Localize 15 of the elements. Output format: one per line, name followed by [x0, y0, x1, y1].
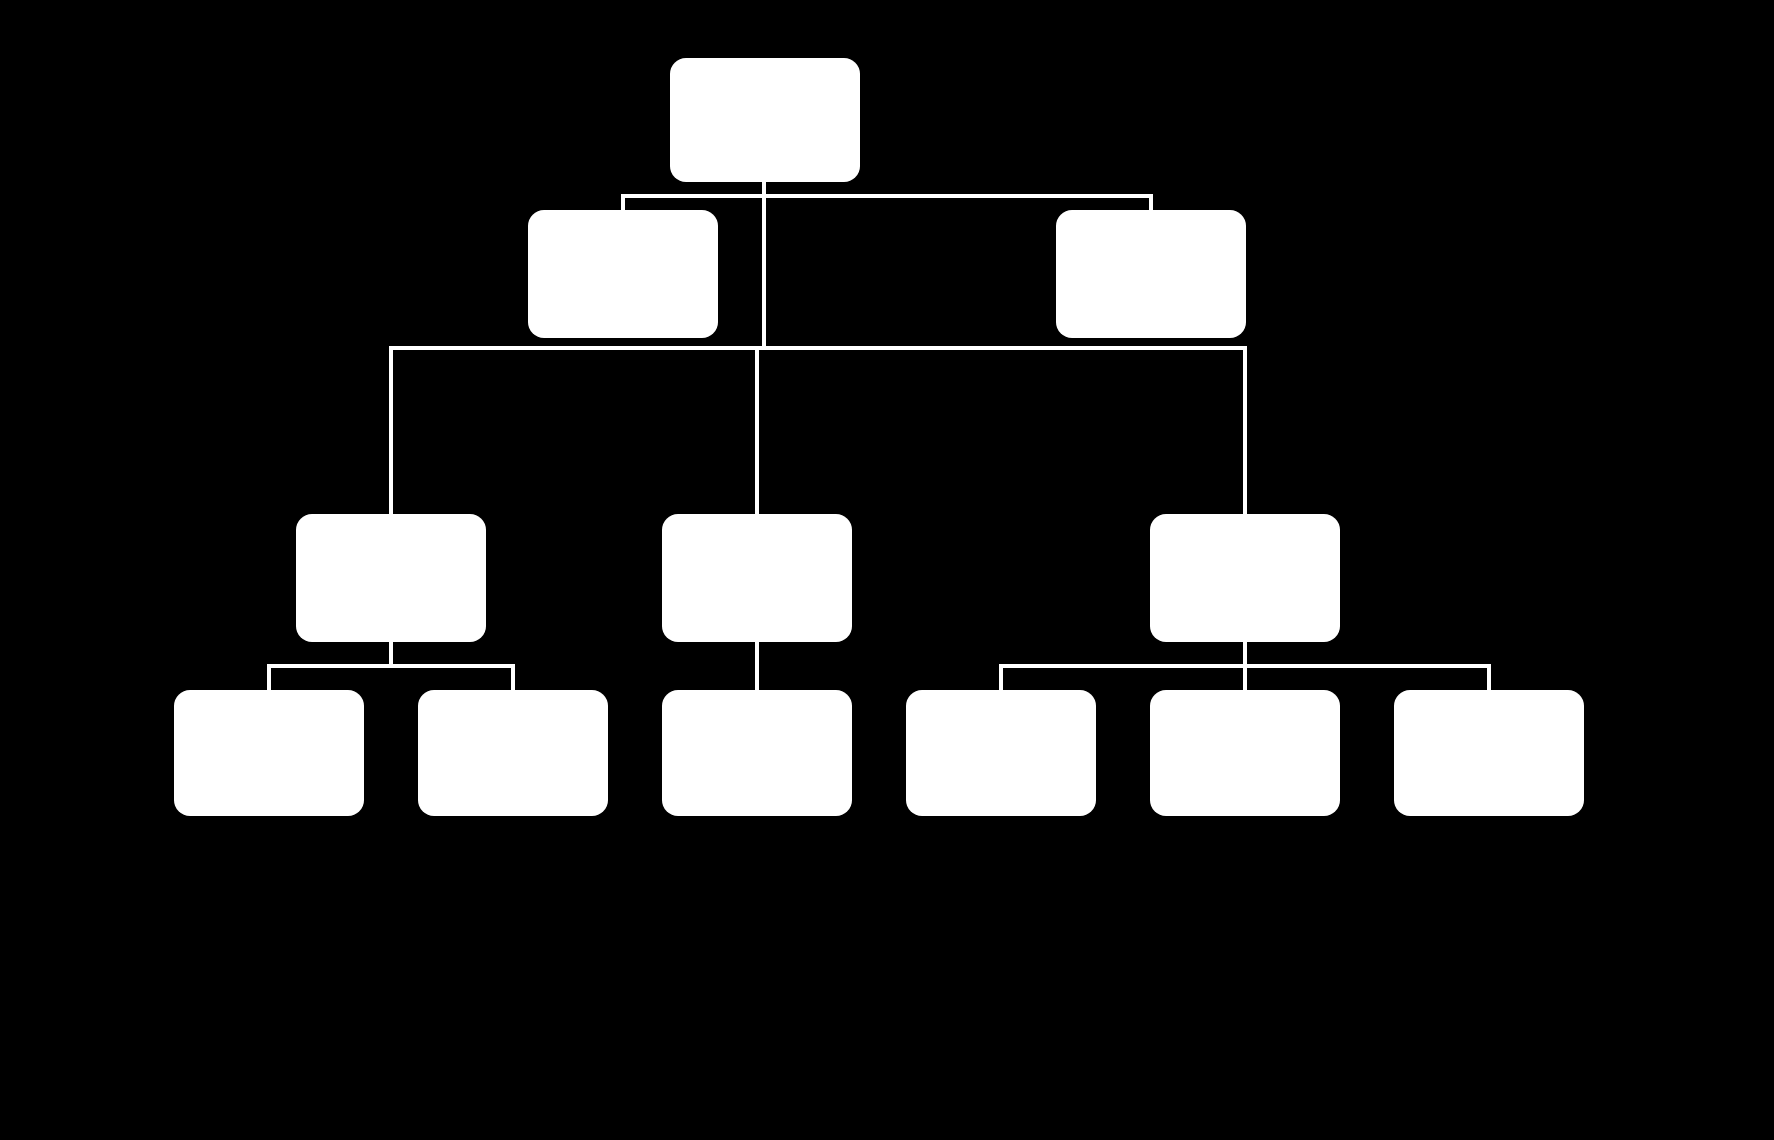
org-chart-box: [906, 690, 1096, 816]
org-chart-box: [1150, 514, 1340, 642]
org-chart-box: [1056, 210, 1246, 338]
org-chart-box: [296, 514, 486, 642]
org-chart-box: [1150, 690, 1340, 816]
connector-line: [762, 182, 1247, 514]
org-chart-box: [662, 690, 852, 816]
org-chart-box: [670, 58, 860, 182]
org-chart-box: [418, 690, 608, 816]
connector-line: [755, 642, 759, 690]
org-chart-box: [662, 514, 852, 642]
connector-line: [389, 642, 515, 690]
org-chart-box: [1394, 690, 1584, 816]
org-chart-box: [528, 210, 718, 338]
org-chart-box: [174, 690, 364, 816]
